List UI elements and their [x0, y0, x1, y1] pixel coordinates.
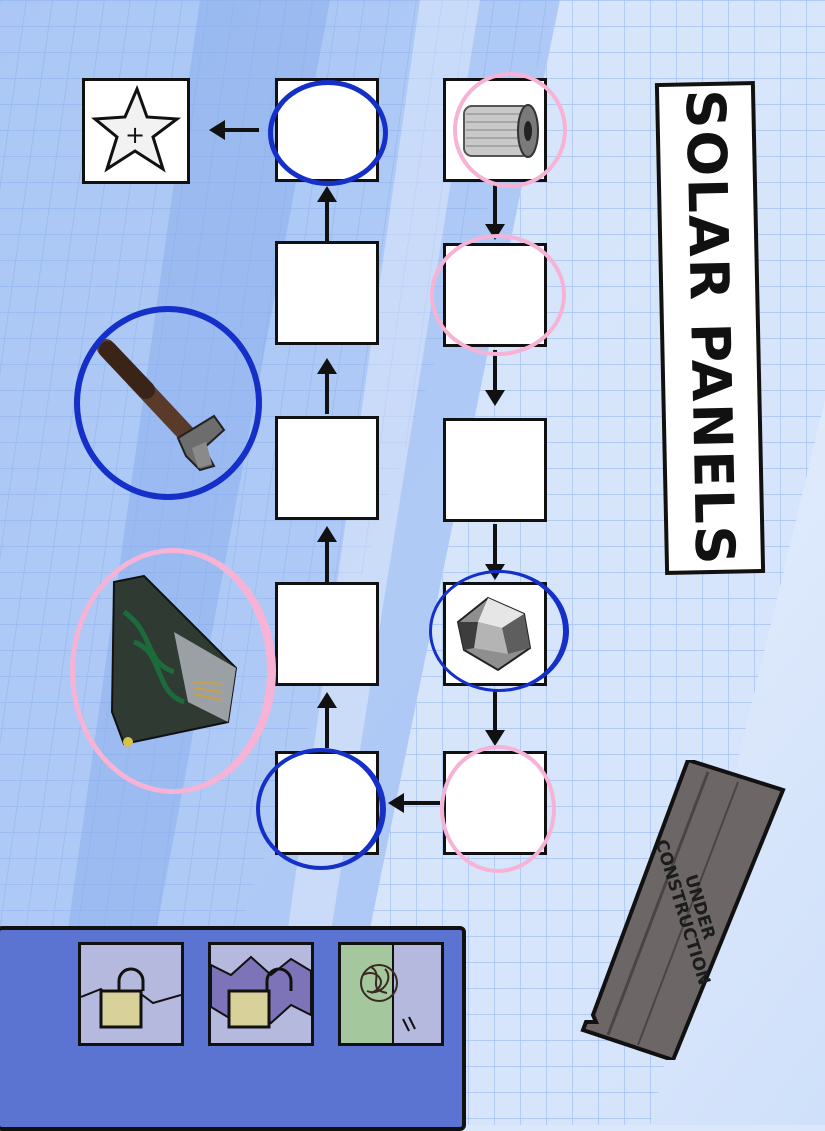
arrow-up-icon	[317, 692, 337, 748]
pink-ring-highlight	[440, 745, 556, 873]
pink-ring-highlight	[453, 72, 567, 188]
inventory-slot-3[interactable]	[338, 942, 444, 1046]
reward-slot[interactable]: +	[82, 78, 190, 184]
arrow-left-icon	[209, 120, 259, 140]
arrow-up-icon	[317, 526, 337, 582]
blue-ring-highlight	[74, 306, 262, 500]
locked-slot-icon	[81, 945, 181, 1043]
blue-ring-highlight	[256, 748, 386, 870]
arrow-down-icon	[485, 184, 505, 240]
arrow-down-icon	[485, 350, 505, 406]
path-slot-l2[interactable]	[275, 241, 379, 345]
arrow-up-icon	[317, 186, 337, 242]
page-title: SOLAR PANELS	[673, 88, 747, 568]
under-construction-board	[580, 760, 786, 1060]
star-badge-icon: +	[91, 84, 182, 173]
reward-value: +	[125, 121, 145, 149]
pink-ring-highlight	[430, 234, 566, 356]
pink-ring-highlight	[70, 548, 276, 794]
arrow-up-icon	[317, 358, 337, 414]
path-slot-r3[interactable]	[443, 418, 547, 522]
locked-slot-icon	[211, 945, 311, 1043]
wire-ball-icon	[341, 945, 441, 1043]
inventory-slot-1[interactable]	[78, 942, 184, 1046]
arrow-down-icon	[485, 690, 505, 746]
path-slot-l4[interactable]	[275, 582, 379, 686]
path-slot-l3[interactable]	[275, 416, 379, 520]
arrow-left-icon	[388, 793, 440, 813]
blue-ring-highlight	[268, 80, 388, 186]
blue-ring-highlight	[429, 570, 569, 692]
title-card: SOLAR PANELS	[654, 81, 766, 575]
inventory-slot-2[interactable]	[208, 942, 314, 1046]
